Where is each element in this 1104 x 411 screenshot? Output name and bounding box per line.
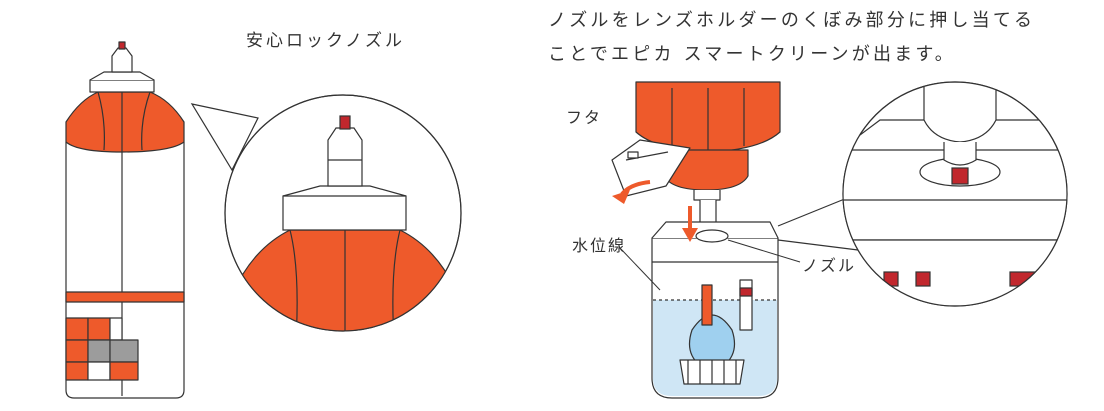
instruction-caption: ノズルをレンズホルダーのくぼみ部分に押し当てる ことでエピカ スマートクリーンが… — [548, 4, 1035, 72]
nozzle-lock-label: 安心ロックノズル — [246, 31, 405, 51]
callout-pointer — [190, 103, 259, 172]
zoom-circle-nozzle — [224, 94, 462, 332]
callout-lines — [777, 195, 859, 251]
lid-label: フタ — [566, 108, 603, 127]
nozzle-label: ノズル — [802, 256, 857, 275]
zoom-circle-case — [842, 81, 1068, 307]
case-illustration — [611, 81, 781, 399]
bottle — [65, 41, 185, 399]
caption-line-1: ノズルをレンズホルダーのくぼみ部分に押し当てる — [548, 10, 1036, 31]
leader-lines — [619, 239, 801, 291]
caption-line-2: ことでエピカ スマートクリーンが出ます。 — [548, 44, 956, 65]
water-level-label: 水位線 — [572, 236, 627, 255]
